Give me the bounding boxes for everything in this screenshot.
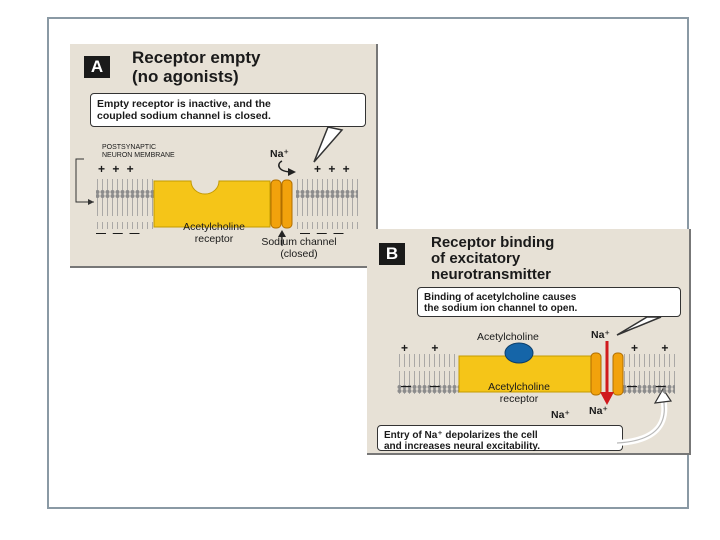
panel-b-na-bottom-right: Na⁺: [589, 405, 608, 417]
na-curve-arrow-head-icon: [288, 168, 296, 176]
panel-b-receptor-label: Acetylcholine receptor: [488, 381, 550, 405]
bracket-arrow-icon: [88, 199, 94, 205]
panel-a-title: Receptor empty (no agonists): [132, 48, 261, 86]
na-influx-arrow-head-icon: [600, 392, 614, 405]
panel-a-plus-left: + + +: [98, 162, 136, 176]
panel-a-na-label: Na⁺: [270, 148, 289, 160]
panel-b-membrane-right: [623, 354, 675, 394]
panel-a-channel-label: Sodium channel (closed): [261, 236, 337, 260]
panel-b-plus-right: + +: [631, 341, 679, 355]
panel-a-diagram: [75, 126, 358, 246]
entry-curve-arrow: [616, 396, 668, 446]
panel-a-receptor-label: Acetylcholine receptor: [183, 221, 245, 245]
panel-b-membrane-left: [397, 354, 459, 394]
panel-b-sodium-channel-right-subunit: [612, 352, 624, 396]
panel-a-minus-right: — — —: [300, 228, 346, 239]
panel-a-plus-right: + + +: [314, 162, 352, 176]
membrane-right: [296, 179, 358, 229]
panel-b-title: Receptor binding of excitatory neurotran…: [431, 234, 555, 283]
panel-b-entry-callout: Entry of Na⁺ depolarizes the cell and in…: [377, 425, 623, 452]
panel-b-plus-left: + +: [401, 341, 449, 355]
membrane-bracket: [75, 158, 94, 203]
acetylcholine-label: Acetylcholine: [477, 331, 539, 343]
callout-pointer: [313, 126, 344, 163]
panel-b-na-bottom-left: Na⁺: [551, 409, 570, 421]
panel-b-letter: B: [379, 243, 405, 265]
acetylcholine-molecule: [504, 342, 534, 364]
panel-b-na-top: Na⁺: [591, 329, 610, 341]
panel-b-minus-right: — —: [627, 381, 674, 392]
panel-a: A Receptor empty (no agonists) Empty rec…: [70, 44, 378, 268]
panel-b-sodium-channel-left-subunit: [590, 352, 602, 396]
membrane-label: POSTSYNAPTIC NEURON MEMBRANE: [102, 144, 175, 159]
entry-curve-arrow-head-icon: [653, 387, 673, 404]
sodium-channel-left-subunit: [270, 179, 282, 229]
panel-a-callout: Empty receptor is inactive, and the coup…: [90, 93, 366, 127]
panel-b: B Receptor binding of excitatory neurotr…: [367, 229, 691, 455]
panel-b-minus-left: — —: [401, 381, 448, 392]
sodium-channel-right-subunit: [281, 179, 293, 229]
acetylcholine-receptor: [153, 180, 271, 228]
panel-b-diagram: [397, 316, 675, 446]
membrane-left: [96, 179, 154, 229]
panel-a-minus-left: — — —: [96, 228, 142, 239]
panel-b-callout-pointer: [616, 316, 662, 336]
panel-b-callout: Binding of acetylcholine causes the sodi…: [417, 287, 681, 317]
panel-a-letter: A: [84, 56, 110, 78]
channel-label-arrow-head-icon: [278, 230, 286, 237]
